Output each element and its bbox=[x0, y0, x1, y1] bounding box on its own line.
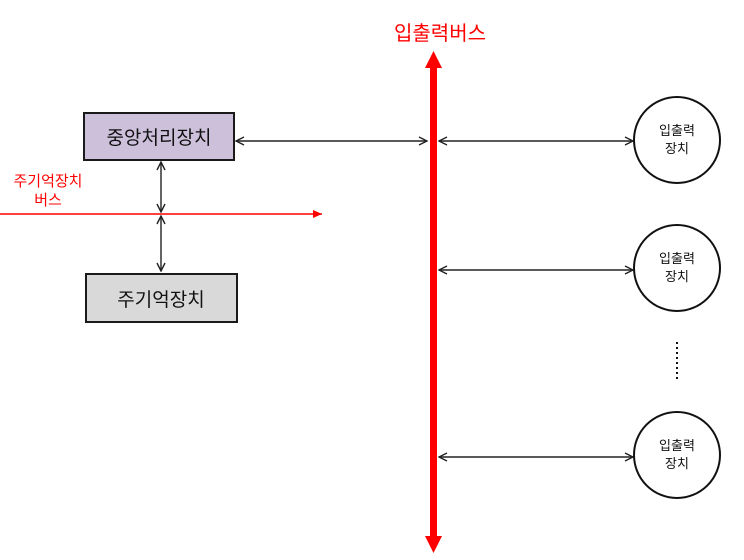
io-device: 입출력 장치 bbox=[633, 411, 721, 499]
memory-bus-label-line1: 주기억장치 bbox=[13, 172, 82, 190]
cpu-label: 중앙처리장치 bbox=[107, 127, 212, 149]
io-device: 입출력 장치 bbox=[633, 224, 721, 312]
memory-bus-label-line2: 버스 bbox=[34, 191, 62, 209]
io-device-label: 장치 bbox=[665, 270, 689, 285]
io-bus-label: 입출력버스 bbox=[394, 21, 486, 45]
io-device: 입출력 장치 bbox=[633, 96, 721, 184]
io-device-label: 장치 bbox=[665, 457, 689, 472]
io-device-label: 장치 bbox=[665, 142, 689, 157]
io-device-label: 입출력 bbox=[659, 124, 695, 139]
io-device-label: 입출력 bbox=[659, 252, 695, 267]
io-bus bbox=[425, 51, 442, 553]
cpu-box: 중앙처리장치 bbox=[83, 112, 235, 161]
io-device-label: 입출력 bbox=[659, 439, 695, 454]
memory-label: 주기억장치 bbox=[117, 289, 204, 311]
memory-box: 주기억장치 bbox=[85, 273, 238, 323]
